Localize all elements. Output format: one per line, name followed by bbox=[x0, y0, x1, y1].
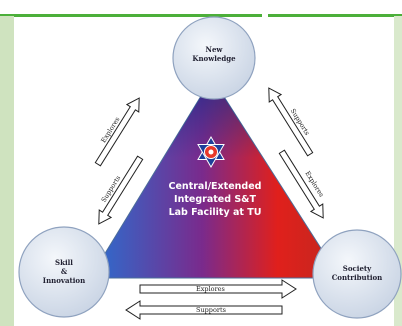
center-title-line2: Integrated S&T bbox=[174, 194, 256, 205]
bottom-arrows bbox=[125, 279, 297, 320]
right-arrows bbox=[268, 87, 324, 219]
node-label-skill-innovation-text: Skill&Innovation bbox=[42, 258, 86, 285]
left-arrows bbox=[94, 97, 144, 225]
right-side-panel bbox=[394, 16, 402, 326]
top-bar bbox=[0, 0, 402, 18]
top-bar-segment-left bbox=[0, 0, 262, 17]
center-title-line3: Lab Facility at TU bbox=[168, 207, 262, 218]
top-bar-segment-right bbox=[268, 0, 402, 17]
node-new-knowledge bbox=[172, 16, 256, 100]
node-society-contribution bbox=[312, 229, 402, 319]
node-skill-innovation bbox=[18, 226, 110, 318]
arrow-bottom-support bbox=[125, 300, 283, 320]
arrow-left-support bbox=[98, 155, 144, 225]
label-bottom-explore: Explores bbox=[196, 285, 225, 293]
label-bottom-support: Supports bbox=[196, 306, 226, 314]
left-side-panel bbox=[0, 16, 14, 326]
arrow-left-explore bbox=[94, 97, 140, 167]
arrow-right-explore bbox=[278, 149, 324, 219]
arrow-right-support bbox=[268, 87, 314, 157]
tu-emblem-icon bbox=[197, 136, 225, 168]
center-title: Central/Extended Integrated S&T Lab Faci… bbox=[150, 180, 280, 219]
node-label-skill-innovation: Skill&Innovation bbox=[32, 258, 96, 285]
center-title-line1: Central/Extended bbox=[168, 181, 262, 192]
arrow-bottom-explore bbox=[139, 279, 297, 299]
central-triangle bbox=[89, 77, 341, 279]
